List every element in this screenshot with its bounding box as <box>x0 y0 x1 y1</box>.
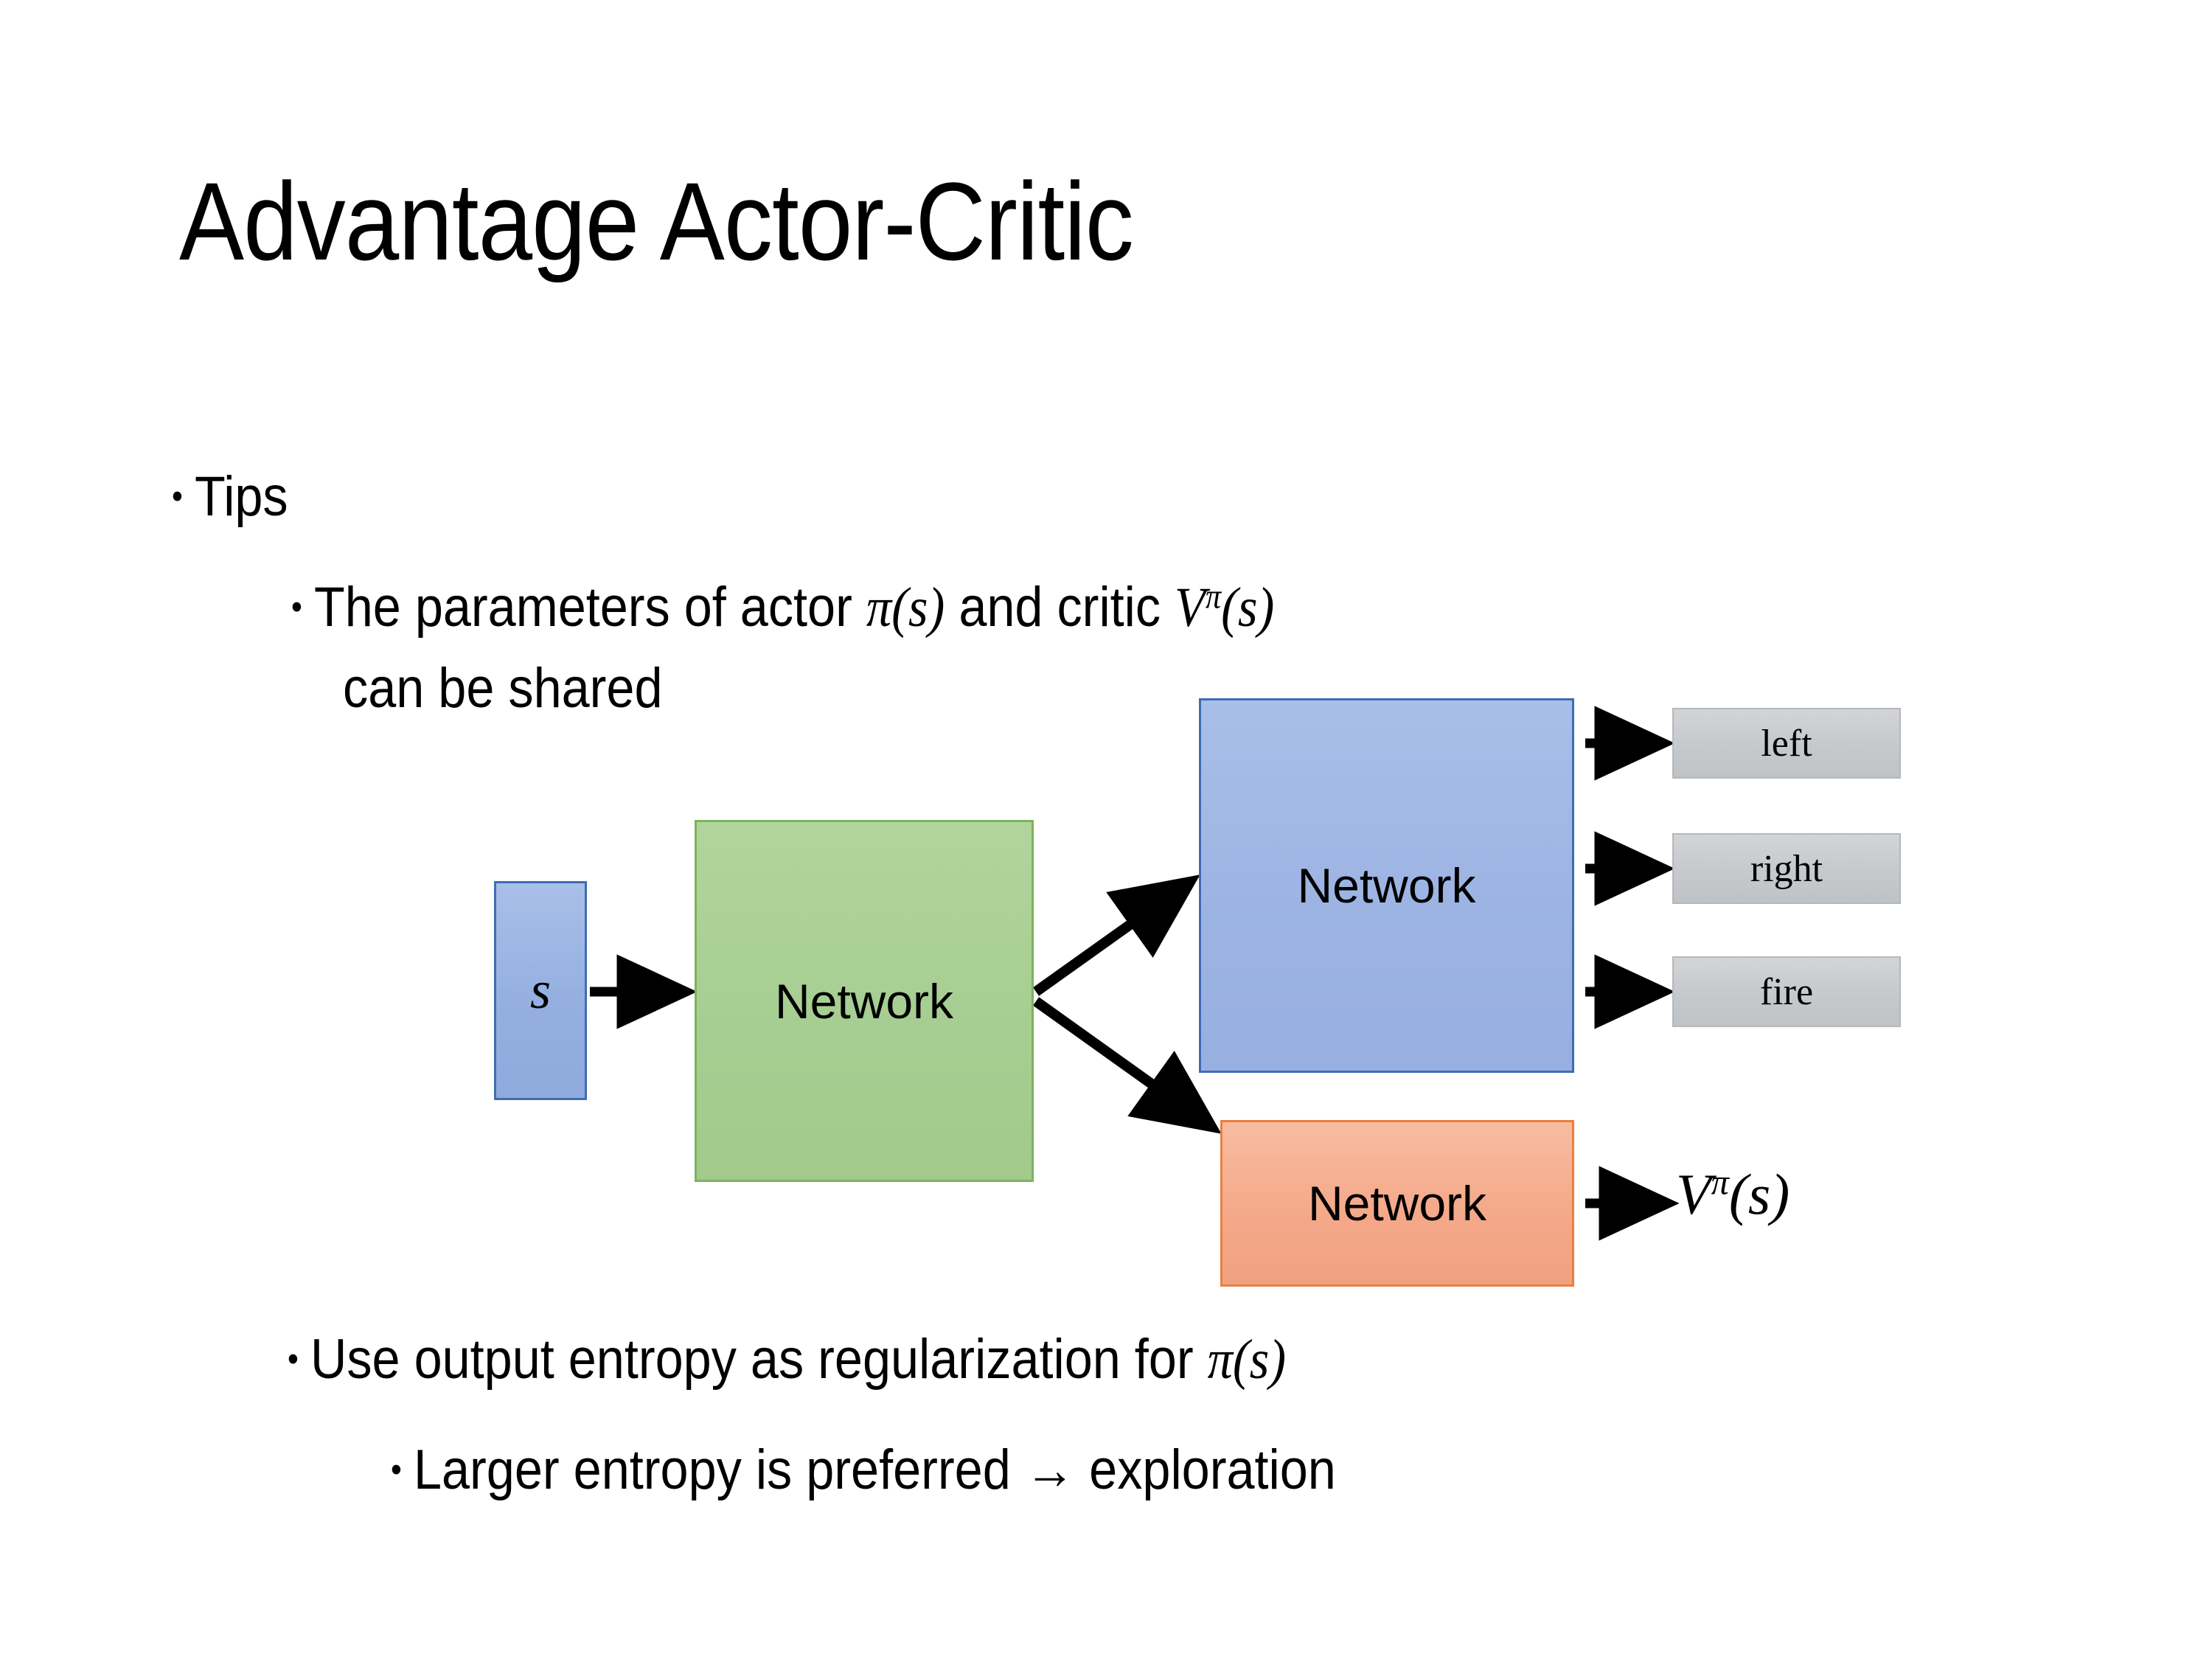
bullet-shared-parameters-line1: • The parameters of actor π(s) and critic… <box>291 575 1274 640</box>
critic-output-label: Vπ(s) <box>1676 1161 1790 1228</box>
critic-network-box: Network <box>1220 1120 1574 1287</box>
bullet-marker: • <box>172 476 183 515</box>
action-label-right: right <box>1750 847 1823 890</box>
bullet-marker: • <box>288 1338 299 1378</box>
action-box-left: left <box>1672 708 1901 779</box>
shared-network-label: Network <box>774 973 954 1029</box>
action-label-fire: fire <box>1759 970 1814 1013</box>
state-label: s <box>529 961 552 1020</box>
actor-network-box: Network <box>1199 698 1574 1073</box>
action-box-fire: fire <box>1672 956 1901 1027</box>
action-label-left: left <box>1761 722 1812 765</box>
arrow-shared-to-critic <box>1032 997 1222 1134</box>
actor-network-label: Network <box>1297 858 1476 913</box>
arrow-shared-to-actor <box>1032 874 1200 996</box>
critic-output-base: V <box>1676 1162 1711 1226</box>
action-box-right: right <box>1672 833 1901 904</box>
math-actor-pi: π(s) <box>866 577 945 639</box>
math-actor-pi: π(s) <box>1207 1329 1287 1391</box>
bullet-tips-label: Tips <box>194 465 288 528</box>
bullet-larger-entropy-text: Larger entropy is preferred → exploratio… <box>413 1439 1336 1501</box>
critic-output-argument: (s) <box>1728 1162 1790 1226</box>
bullet-marker: • <box>391 1449 402 1489</box>
critic-network-label: Network <box>1307 1176 1487 1231</box>
critic-output-superscript: π <box>1711 1163 1729 1203</box>
bullet-tips: • Tips <box>172 465 288 529</box>
bullet-entropy-regularization: • Use output entropy as regularization fo… <box>288 1327 1286 1392</box>
bullet-entropy-text: Use output entropy as regularization for <box>310 1328 1208 1391</box>
bullet-marker: • <box>291 586 302 626</box>
shared-network-box: Network <box>695 820 1034 1182</box>
math-critic-argument: (s) <box>1221 577 1275 639</box>
bullet-shared-parameters-line2: can be shared <box>343 657 663 720</box>
bullet-larger-entropy: • Larger entropy is preferred → explorati… <box>391 1438 1336 1502</box>
page-title: Advantage Actor-Critic <box>179 159 1134 283</box>
state-input-box: s <box>494 881 587 1100</box>
math-critic-V: V <box>1175 577 1206 639</box>
math-critic-superscript-pi: π <box>1205 577 1222 616</box>
bullet-params-pre: The parameters of actor <box>313 576 866 639</box>
bullet-params-mid: and critic <box>945 576 1175 639</box>
